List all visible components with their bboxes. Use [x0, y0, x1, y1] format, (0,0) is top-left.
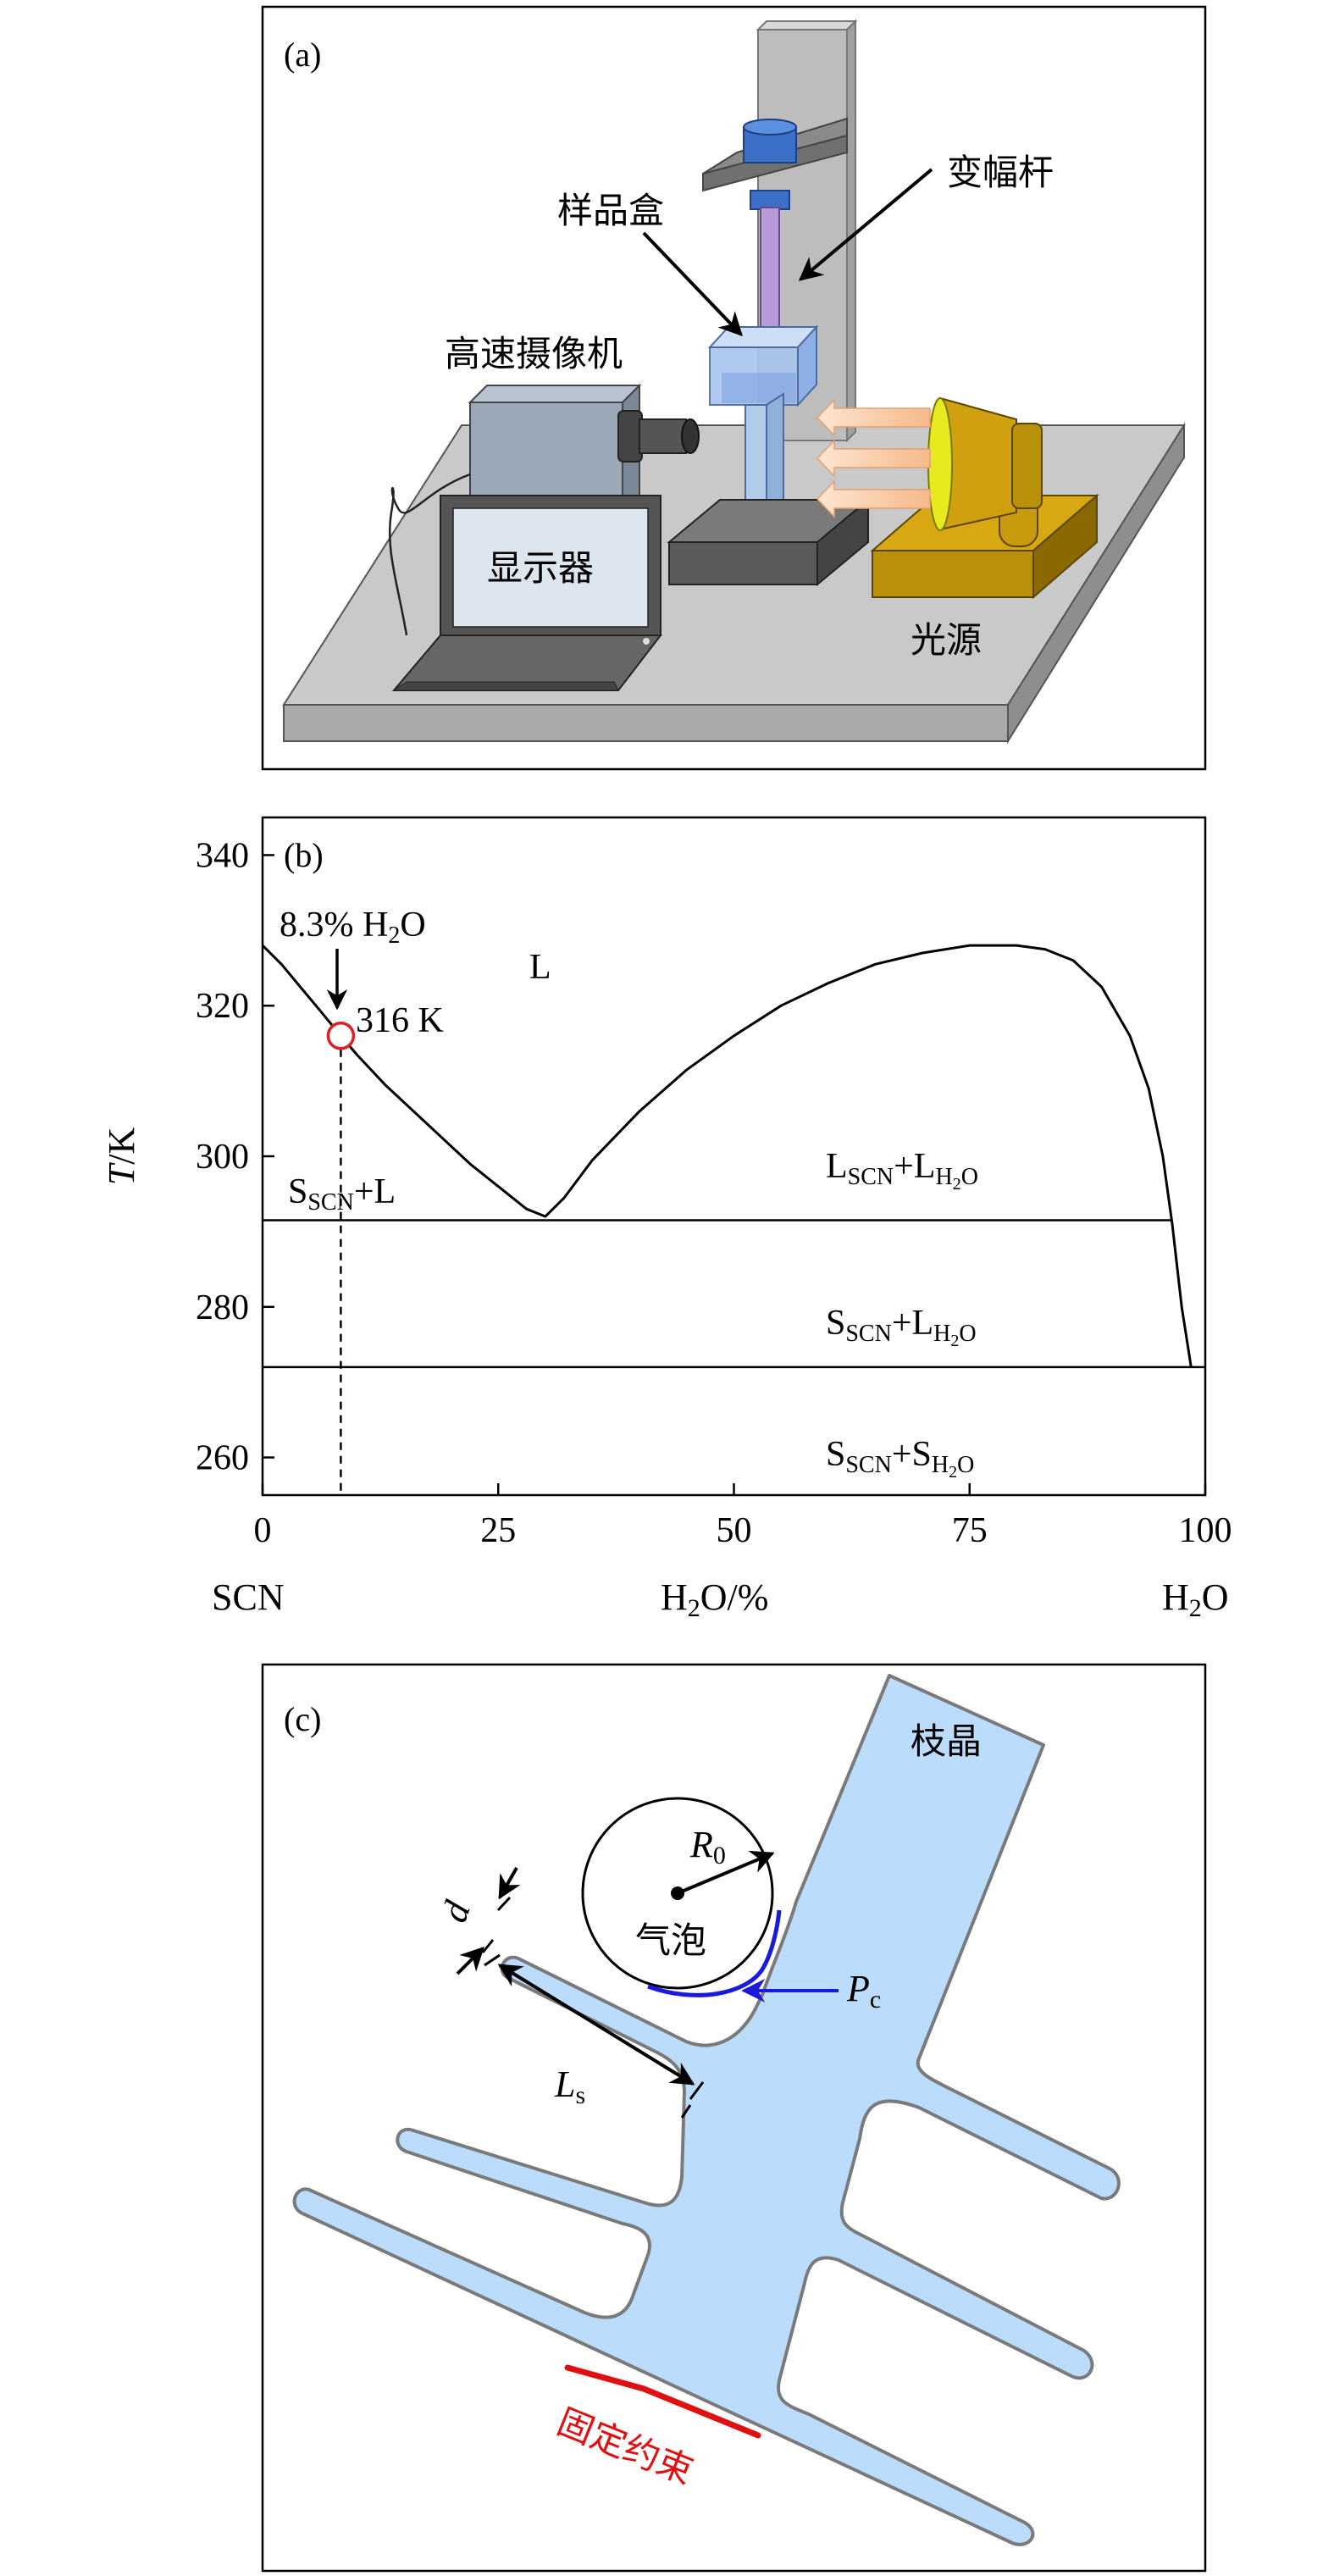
pc-label: Pc — [846, 1968, 881, 2014]
region-ll-L: L — [826, 1147, 848, 1186]
composition-sub: 2 — [388, 922, 400, 949]
state-point-marker-0 — [326, 1022, 356, 1050]
plot-area: 0 25 50 75 100 260 280 300 320 340 — [196, 836, 1232, 1550]
monitor-laptop — [391, 495, 663, 691]
camera-cable — [388, 473, 471, 636]
bubble-label: 气泡 — [635, 1920, 706, 1961]
ls-dimension: Ls — [484, 1953, 705, 2119]
transducer — [743, 119, 797, 210]
horn-rod — [760, 207, 780, 340]
region-slw-sub2c: O — [959, 1321, 976, 1347]
y-tick-label-0: 260 — [196, 1439, 249, 1478]
composition-rest: O — [400, 906, 425, 945]
light-source — [870, 396, 1099, 600]
fixed-constraint-line — [564, 2364, 761, 2439]
region-ss-sub2b: 2 — [949, 1463, 957, 1482]
sample-box-arrow — [642, 231, 743, 337]
light-beams — [816, 398, 931, 518]
region-ss-sub2c: O — [957, 1452, 974, 1478]
dendrite-label: 枝晶 — [911, 1720, 982, 1762]
region-ll-sub2: H — [935, 1164, 952, 1190]
ls-label: Ls — [554, 2064, 585, 2109]
plot-frame — [261, 816, 1207, 1497]
light-source-label: 光源 — [911, 619, 982, 661]
x-tick-label-3: 75 — [952, 1511, 988, 1550]
region-sl-S: S — [288, 1172, 307, 1211]
y-tick-label-3: 320 — [196, 987, 249, 1026]
region-solid-liquid: SSCN+L — [288, 1172, 396, 1216]
d-arrow-bottom — [456, 1947, 484, 1975]
region-ss-sub2: H — [932, 1452, 949, 1478]
x-axis-label-sub: 2 — [688, 1594, 700, 1622]
x-axis-right-end: H2O — [1162, 1576, 1229, 1622]
y-tick-label-4: 340 — [196, 836, 249, 875]
pc-label-P: P — [846, 1968, 870, 2009]
x-tick-label-0: 0 — [254, 1511, 272, 1550]
high-speed-camera — [468, 383, 700, 515]
x-axis-label-rest: O/% — [700, 1576, 769, 1618]
pc-label-sub: c — [870, 1986, 881, 2014]
region-slw-sub2: H — [933, 1321, 950, 1347]
y-axis-label-T: T — [101, 1161, 142, 1185]
x-axis-right-sub: 2 — [1189, 1594, 1202, 1622]
y-axis-label: T/K — [101, 1127, 142, 1186]
x-axis-right-rest: O — [1202, 1576, 1229, 1618]
region-ll-sub1: SCN — [848, 1164, 894, 1190]
radius-arrow — [677, 1850, 775, 1895]
x-tick-label-1: 25 — [480, 1511, 516, 1550]
panel-a-label: (a) — [284, 36, 321, 74]
region-slw-sub2b: 2 — [950, 1332, 959, 1350]
x-tick-label-4: 100 — [1179, 1511, 1232, 1550]
x-axis-right-H: H — [1162, 1576, 1189, 1618]
x-axis-label: H2O/% — [661, 1576, 768, 1622]
amplitude-rod-label: 变幅杆 — [947, 152, 1054, 193]
y-axis-label-unit: /K — [101, 1127, 142, 1165]
panel-c: (c) 枝晶 R0 气泡 Pc d Ls — [261, 1663, 1207, 2573]
region-sl-sub: SCN — [307, 1189, 353, 1216]
region-slw-plus: +L — [892, 1304, 933, 1343]
composition-annotation: 8.3% H2O — [280, 906, 426, 949]
d-arrow-top — [498, 1867, 521, 1900]
ls-label-L: L — [554, 2064, 575, 2105]
region-ll-plus: +L — [894, 1147, 935, 1186]
x-axis-left-end: SCN — [212, 1576, 285, 1618]
ls-arrow — [497, 1964, 695, 2086]
sample-box-label: 样品盒 — [557, 190, 664, 231]
amplitude-rod-arrow — [798, 168, 933, 281]
region-sl-rest: +L — [354, 1172, 396, 1211]
panel-b-label: (b) — [284, 836, 324, 874]
panel-a: (a) — [261, 5, 1207, 771]
composition-main: 8.3% H — [280, 906, 388, 945]
region-slw-S: S — [826, 1304, 845, 1343]
radius-label-sub: 0 — [713, 1842, 726, 1870]
y-tick-label-2: 300 — [196, 1138, 249, 1177]
radius-label: R0 — [689, 1824, 726, 1870]
region-ss-plus: +S — [892, 1435, 932, 1474]
panel-c-label: (c) — [284, 1700, 321, 1738]
sample-box — [707, 324, 819, 407]
region-ss-sub1: SCN — [845, 1452, 891, 1478]
region-ll-sub2c: O — [961, 1164, 978, 1190]
region-slw-sub1: SCN — [845, 1321, 891, 1347]
ls-label-sub: s — [575, 2081, 585, 2109]
temperature-annotation: 316 K — [356, 1001, 444, 1040]
radius-label-R: R — [689, 1824, 713, 1865]
liquidus-curve-0 — [261, 944, 1193, 1368]
camera-label: 高速摄像机 — [445, 333, 623, 374]
x-tick-label-2: 50 — [717, 1511, 752, 1550]
region-solid-solid: SSCN+SH2O — [826, 1435, 974, 1482]
x-axis-label-H: H — [661, 1576, 688, 1618]
stage-block — [667, 497, 871, 587]
region-liquid-liquid: LSCN+LH2O — [826, 1147, 978, 1194]
monitor-label: 显示器 — [487, 547, 594, 589]
region-ll-sub2b: 2 — [953, 1175, 961, 1194]
region-liquid: L — [529, 948, 551, 987]
y-tick-label-1: 280 — [196, 1288, 249, 1327]
region-ss-S: S — [826, 1435, 845, 1474]
region-solid-liquidwater: SSCN+LH2O — [826, 1304, 977, 1350]
